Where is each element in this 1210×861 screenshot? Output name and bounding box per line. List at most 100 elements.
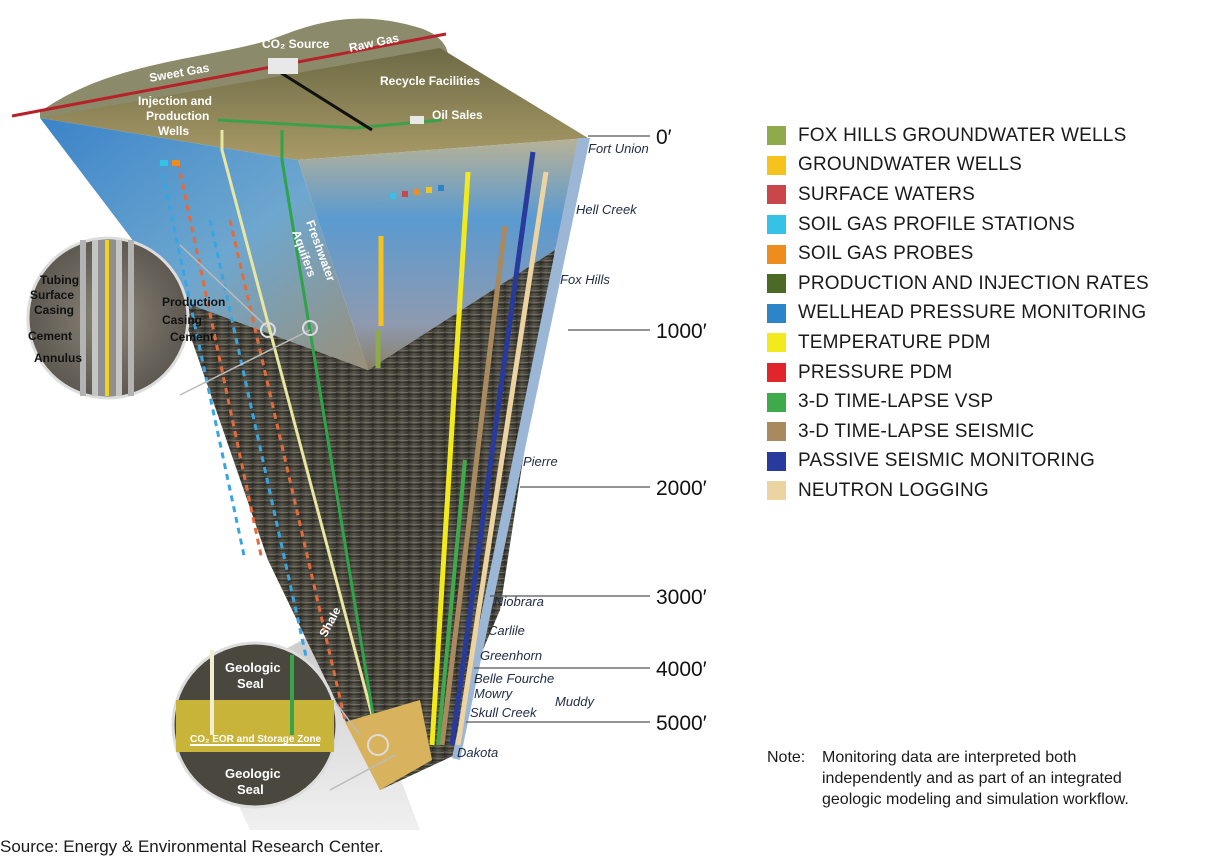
legend: FOX HILLS GROUNDWATER WELLS GROUNDWATER … [767,121,1207,506]
legend-item: WELLHEAD PRESSURE MONITORING [767,299,1207,329]
legend-label: PRESSURE PDM [798,361,953,383]
inset-label: Surface [30,288,74,302]
soil-gas-marker [172,160,180,166]
seal-top-label: Geologic [225,660,281,675]
inset-label: Production [162,295,225,309]
seal-top-label: Seal [237,676,264,691]
vsp [436,459,467,746]
depth-label: 5000′ [656,712,707,735]
formation-label: Greenhorn [480,648,542,663]
callout-line [179,329,311,396]
facility [410,116,424,124]
formation-label: Fort Union [588,141,649,156]
formation-label: Dakota [457,745,498,760]
wellbore-inset [26,236,190,400]
inset-label: Cement [28,329,72,343]
formation-label: Pierre [523,454,558,469]
facility [268,58,298,74]
legend-swatch [767,185,786,205]
surface-marker [390,193,396,199]
legend-item: SOIL GAS PROBES [767,239,1207,269]
depth-label: 3000′ [656,586,707,609]
formation-label: Fox Hills [560,272,610,287]
note-line: geologic modeling and simulation workflo… [822,791,1129,808]
legend-label: NEUTRON LOGGING [798,479,989,501]
seal-bottom-label: Geologic [225,766,281,781]
formation-label: Carlile [488,623,525,638]
legend-swatch [767,303,786,323]
soil-gas-marker [160,160,168,166]
callout-line [329,754,396,791]
legend-swatch [767,481,786,501]
callout-target [367,734,389,756]
legend-swatch [767,333,786,353]
surface-marker [426,187,432,193]
dashed-blue [208,219,322,721]
formation-label: Skull Creek [470,705,538,720]
legend-label: SURFACE WATERS [798,183,975,205]
legend-label: SOIL GAS PROFILE STATIONS [798,213,1076,235]
legend-item: 3-D TIME-LAPSE VSP [767,387,1207,417]
dashed-orange [228,219,347,721]
depth-scale [466,135,650,723]
legend-swatch [767,392,786,412]
pipeline-red [11,32,447,118]
passive-seismic [449,151,536,746]
source-credit: Source: Energy & Environmental Research … [0,837,384,856]
production-well [280,130,380,746]
note: Note:Monitoring data are interpreted bot… [767,747,1207,810]
storage-zone-label: CO₂ EOR and Storage Zone [190,734,322,745]
inset-label: Tubing [40,273,79,287]
depth-label: 1000′ [656,320,707,343]
legend-label: GROUNDWATER WELLS [798,154,1023,176]
legend-item: GROUNDWATER WELLS [767,151,1207,181]
legend-label: SOIL GAS PROBES [798,243,974,265]
legend-item: SURFACE WATERS [767,180,1207,210]
inset-label: Cement [170,330,214,344]
formation-label: Hell Creek [576,202,638,217]
legend-item: TEMPERATURE PDM [767,328,1207,358]
legend-swatch [767,155,786,175]
depth-label: 0′ [656,126,672,149]
legend-label: 3-D TIME-LAPSE VSP [798,391,994,413]
legend-item: 3-D TIME-LAPSE SEISMIC [767,417,1207,447]
neutron-logging [455,171,549,746]
legend-item: PRODUCTION AND INJECTION RATES [767,269,1207,299]
inset-label: Casing [34,303,74,317]
shale-column [178,250,555,790]
legend-swatch [767,363,786,383]
note-line: independently and as part of an integrat… [822,770,1122,787]
hills [40,18,449,119]
co2-source-label: CO₂ Source [262,37,330,51]
legend-swatch [767,215,786,235]
inset-label: Annulus [34,351,82,365]
legend-label: FOX HILLS GROUNDWATER WELLS [798,124,1127,146]
legend-swatch [767,244,786,264]
legend-label: TEMPERATURE PDM [798,331,991,353]
dashed-orange [176,161,264,561]
recycle-facilities-label: Recycle Facilities [380,74,480,88]
legend-swatch [767,422,786,442]
callout-target [302,320,318,336]
surface-marker [402,191,408,197]
formation-label: Muddy [555,694,596,709]
legend-item: PASSIVE SEISMIC MONITORING [767,447,1207,477]
formation-label: Belle Fourche [474,671,554,686]
depth-label: 4000′ [656,658,707,681]
land-surface [40,48,588,160]
legend-label: PASSIVE SEISMIC MONITORING [798,450,1095,472]
column-edge [452,138,590,760]
legend-item: SOIL GAS PROFILE STATIONS [767,210,1207,240]
surface-marker [414,189,420,195]
surface-marker [438,185,444,191]
wells-label-line: Wells [158,124,189,138]
legend-item: FOX HILLS GROUNDWATER WELLS [767,121,1207,151]
legend-swatch [767,126,786,146]
legend-label: 3-D TIME-LAPSE SEISMIC [798,420,1035,442]
inset-label: Casing [162,313,202,327]
timelapse-seismic [439,225,508,746]
pipeline-black [269,64,373,132]
legend-label: WELLHEAD PRESSURE MONITORING [798,302,1147,324]
injection-well [220,130,382,746]
